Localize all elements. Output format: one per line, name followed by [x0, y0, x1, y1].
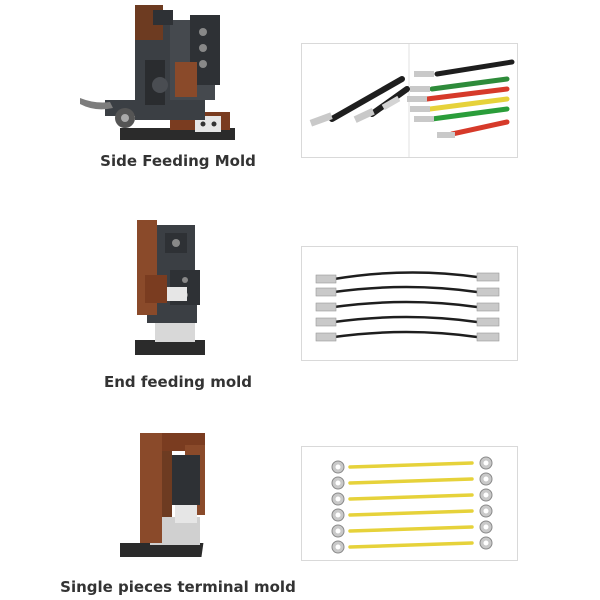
side-feeding-mold-image [75, 0, 250, 150]
side-feeding-wires-photo [301, 43, 518, 158]
single-pieces-terminal-mold-caption: Single pieces terminal mold [60, 578, 296, 596]
side-feeding-mold-caption: Side Feeding Mold [100, 152, 256, 170]
end-feeding-mold-image [125, 215, 215, 365]
end-feeding-mold-caption: End feeding mold [103, 373, 253, 391]
single-pieces-terminal-mold-image [106, 425, 225, 565]
end-feeding-wires-photo [301, 246, 518, 361]
single-pieces-wires-photo [301, 446, 518, 561]
